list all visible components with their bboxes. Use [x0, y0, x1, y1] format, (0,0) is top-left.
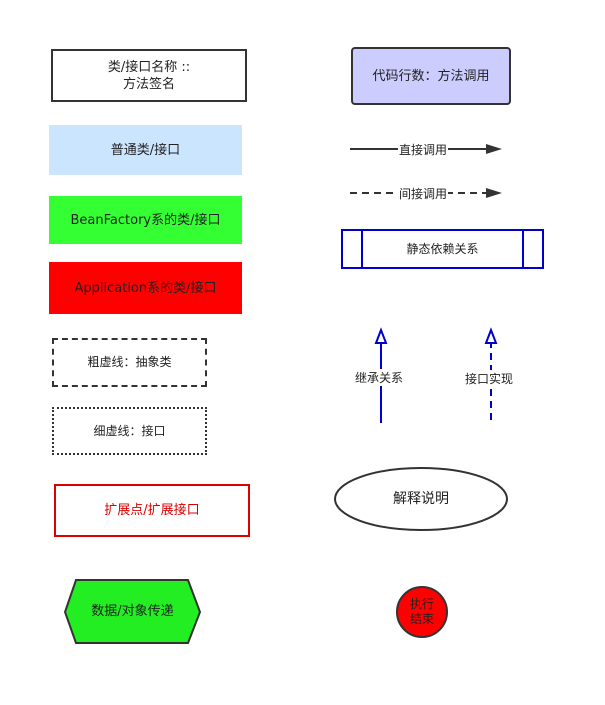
end-label: 执行 结束 — [409, 597, 434, 626]
data-transfer-label: 数据/对象传递 — [91, 604, 174, 619]
direct-call-label: 直接调用 — [398, 141, 449, 158]
data-transfer-hexagon — [63, 579, 202, 644]
static-dependency-label: 静态依赖关系 — [406, 241, 479, 256]
application-class-box: Application系的类/接口 — [49, 262, 242, 314]
extension-point-box: 扩展点/扩展接口 — [54, 484, 250, 537]
line-count-box: 代码行数：方法调用 — [351, 47, 511, 105]
inheritance-arrowhead — [374, 327, 388, 344]
comment-label: 解释说明 — [393, 490, 449, 507]
comment-ellipse — [334, 467, 508, 531]
normal-class-box: 普通类/接口 — [49, 125, 242, 175]
direct-call-arrowhead — [486, 144, 502, 154]
beanfactory-class-box: BeanFactory系的类/接口 — [49, 196, 242, 244]
interface-box: 细虚线：接口 — [52, 407, 207, 455]
indirect-call-label: 间接调用 — [398, 185, 449, 202]
static-dependency-box: 静态依赖关系 — [341, 229, 544, 269]
implementation-label: 接口实现 — [464, 370, 515, 387]
indirect-call-arrowhead — [486, 188, 502, 198]
end-circle — [396, 586, 448, 638]
static-dependency-inner-left — [361, 231, 363, 267]
implementation-arrowhead — [484, 327, 498, 344]
static-dependency-inner-right — [522, 231, 524, 267]
inheritance-label: 继承关系 — [354, 369, 405, 386]
class-method-box: 类/接口名称 :: 方法签名 — [51, 49, 247, 102]
abstract-class-box: 粗虚线：抽象类 — [52, 338, 207, 387]
